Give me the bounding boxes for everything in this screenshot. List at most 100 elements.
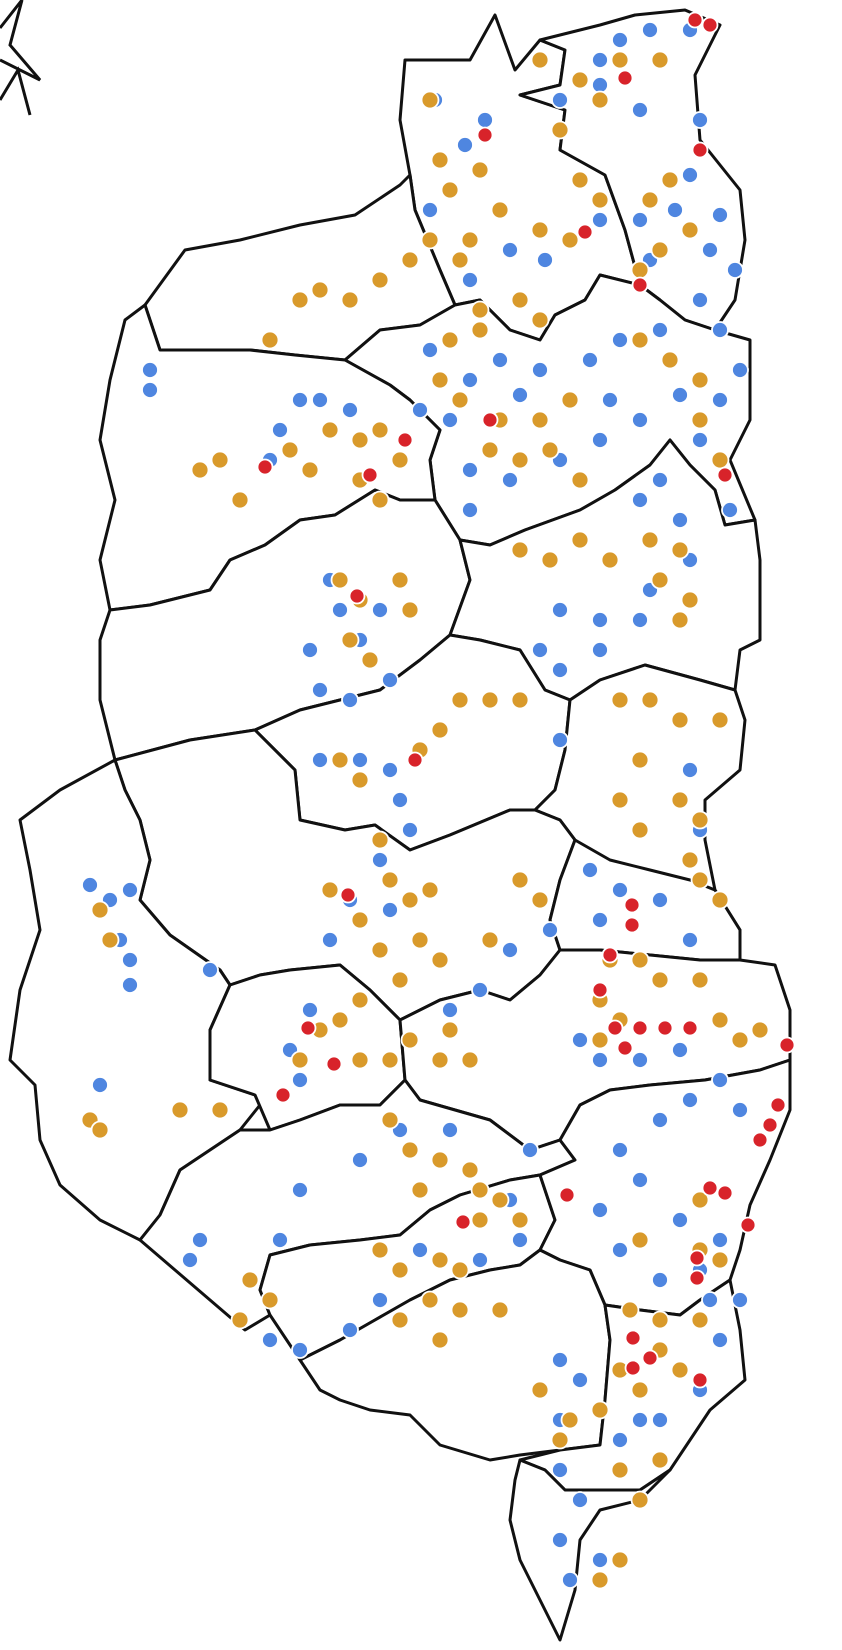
site-marker-blue xyxy=(631,1051,649,1069)
site-marker-orange xyxy=(310,280,330,300)
site-marker-orange xyxy=(630,950,650,970)
site-marker-orange xyxy=(590,90,610,110)
site-marker-orange xyxy=(510,1210,530,1230)
site-marker-orange xyxy=(530,220,550,240)
site-marker-blue xyxy=(551,1531,569,1549)
site-marker-blue xyxy=(651,321,669,339)
site-marker-blue xyxy=(501,241,519,259)
site-marker-red xyxy=(686,11,704,29)
site-marker-blue xyxy=(551,91,569,109)
site-marker-orange xyxy=(570,530,590,550)
site-marker-orange xyxy=(350,1050,370,1070)
site-marker-blue xyxy=(81,876,99,894)
site-marker-blue xyxy=(601,391,619,409)
site-marker-orange xyxy=(390,1310,410,1330)
site-marker-orange xyxy=(400,890,420,910)
site-marker-orange xyxy=(450,1300,470,1320)
site-marker-blue xyxy=(711,1071,729,1089)
site-marker-blue xyxy=(301,641,319,659)
site-marker-orange xyxy=(540,440,560,460)
site-marker-blue xyxy=(401,821,419,839)
site-marker-blue xyxy=(291,1341,309,1359)
site-marker-orange xyxy=(370,940,390,960)
site-marker-orange xyxy=(400,600,420,620)
site-marker-blue xyxy=(726,261,744,279)
site-marker-orange xyxy=(650,50,670,70)
site-marker-red xyxy=(691,141,709,159)
site-marker-blue xyxy=(651,471,669,489)
site-marker-orange xyxy=(590,190,610,210)
site-marker-orange xyxy=(530,1380,550,1400)
site-marker-orange xyxy=(420,90,440,110)
site-marker-blue xyxy=(631,411,649,429)
site-marker-orange xyxy=(560,390,580,410)
site-marker-blue xyxy=(311,391,329,409)
site-marker-orange xyxy=(530,410,550,430)
site-marker-orange xyxy=(650,570,670,590)
site-marker-blue xyxy=(441,411,459,429)
site-marker-red xyxy=(716,1184,734,1202)
site-marker-orange xyxy=(450,1260,470,1280)
site-marker-red xyxy=(701,1179,719,1197)
site-marker-blue xyxy=(491,351,509,369)
site-marker-blue xyxy=(611,331,629,349)
site-marker-orange xyxy=(430,950,450,970)
site-marker-blue xyxy=(311,681,329,699)
site-marker-blue xyxy=(291,1071,309,1089)
site-marker-blue xyxy=(691,431,709,449)
site-marker-blue xyxy=(711,1231,729,1249)
site-marker-blue xyxy=(121,951,139,969)
site-marker-orange xyxy=(480,930,500,950)
site-marker-blue xyxy=(291,1181,309,1199)
site-marker-blue xyxy=(631,1411,649,1429)
site-marker-blue xyxy=(591,911,609,929)
site-marker-blue xyxy=(421,341,439,359)
site-marker-blue xyxy=(611,1241,629,1259)
site-marker-red xyxy=(701,16,719,34)
site-marker-orange xyxy=(430,1050,450,1070)
site-marker-blue xyxy=(631,491,649,509)
site-marker-red xyxy=(624,1329,642,1347)
site-marker-blue xyxy=(681,1091,699,1109)
site-marker-orange xyxy=(550,120,570,140)
site-marker-blue xyxy=(511,386,529,404)
site-marker-orange xyxy=(280,440,300,460)
site-marker-orange xyxy=(530,310,550,330)
site-marker-orange xyxy=(330,570,350,590)
site-marker-red xyxy=(396,431,414,449)
site-marker-orange xyxy=(680,850,700,870)
site-marker-blue xyxy=(581,861,599,879)
site-marker-blue xyxy=(651,1111,669,1129)
site-marker-orange xyxy=(90,900,110,920)
site-marker-orange xyxy=(450,390,470,410)
site-marker-orange xyxy=(350,910,370,930)
site-marker-blue xyxy=(391,791,409,809)
site-marker-blue xyxy=(331,601,349,619)
site-marker-orange xyxy=(680,220,700,240)
site-marker-orange xyxy=(650,1450,670,1470)
site-marker-orange xyxy=(490,1300,510,1320)
site-marker-orange xyxy=(510,690,530,710)
site-marker-red xyxy=(761,1116,779,1134)
site-marker-red xyxy=(624,1359,642,1377)
site-marker-blue xyxy=(681,931,699,949)
site-marker-blue xyxy=(591,51,609,69)
site-marker-orange xyxy=(430,1150,450,1170)
site-marker-blue xyxy=(571,1371,589,1389)
site-marker-orange xyxy=(440,330,460,350)
site-marker-blue xyxy=(536,251,554,269)
site-marker-blue xyxy=(551,661,569,679)
site-marker-orange xyxy=(670,790,690,810)
site-marker-blue xyxy=(711,321,729,339)
site-marker-blue xyxy=(671,1211,689,1229)
site-marker-red xyxy=(361,466,379,484)
site-marker-orange xyxy=(390,1260,410,1280)
site-marker-orange xyxy=(660,170,680,190)
site-marker-orange xyxy=(710,890,730,910)
site-marker-red xyxy=(606,1019,624,1037)
site-marker-orange xyxy=(610,1460,630,1480)
site-marker-blue xyxy=(341,401,359,419)
site-marker-red xyxy=(591,981,609,999)
site-marker-blue xyxy=(581,351,599,369)
site-marker-red xyxy=(688,1269,706,1287)
